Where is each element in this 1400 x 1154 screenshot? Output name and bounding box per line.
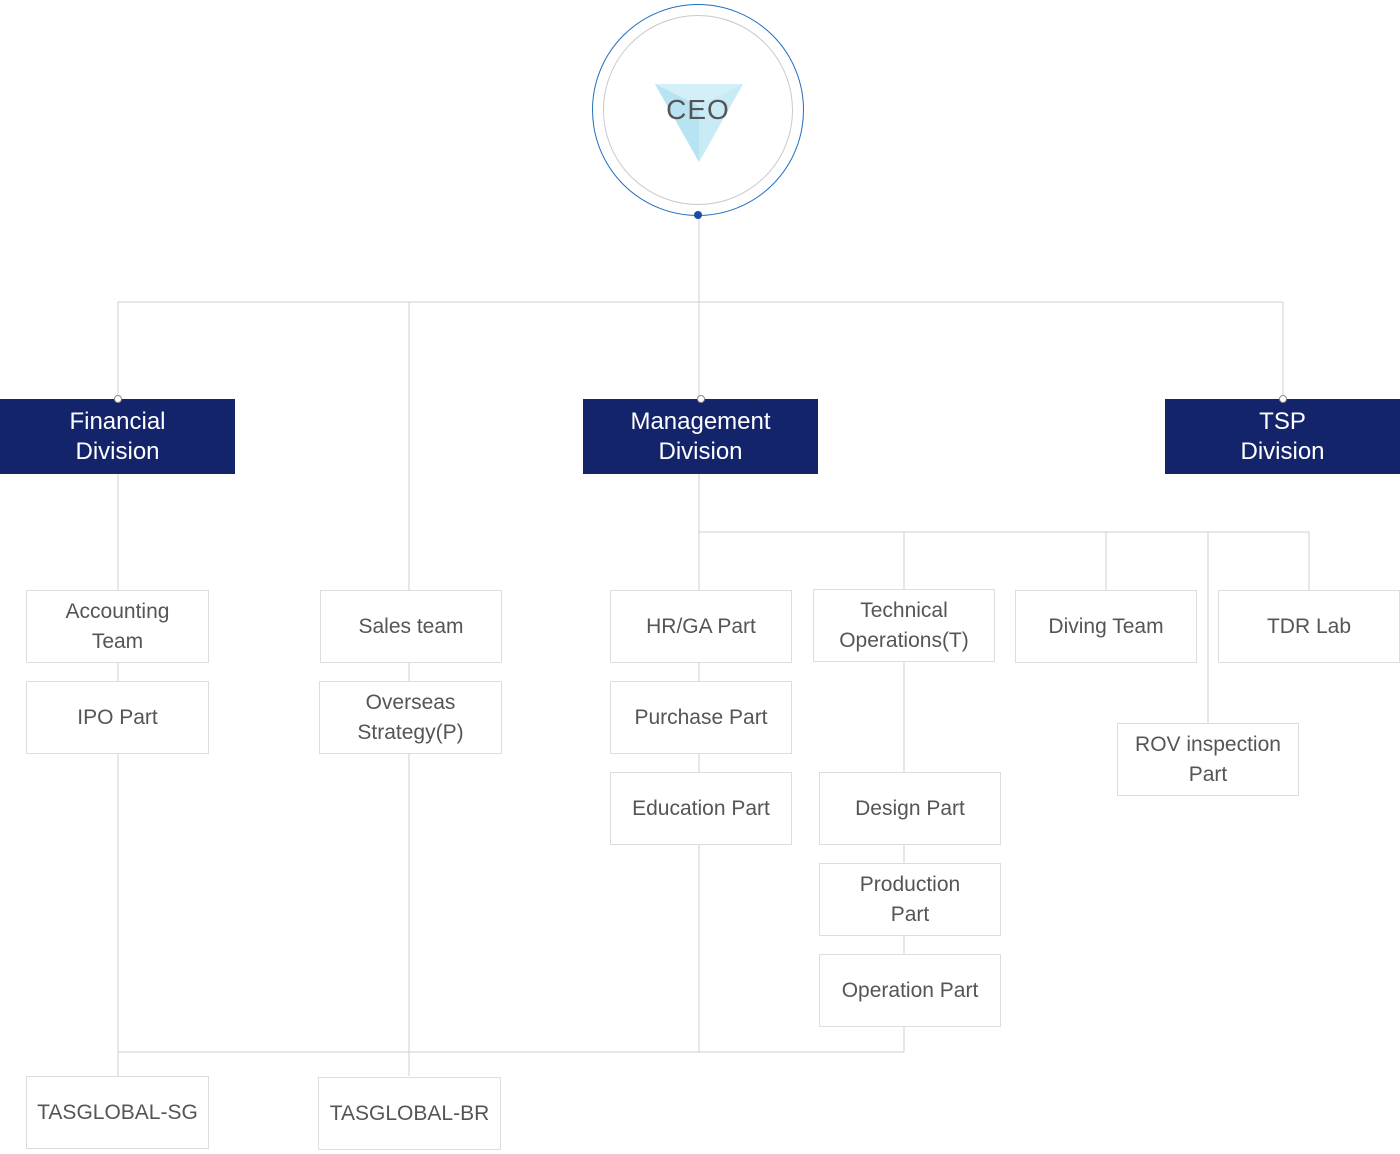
tasglobal-sg-label: TASGLOBAL-SG bbox=[37, 1100, 198, 1124]
tasglobal-br-label: TASGLOBAL-BR bbox=[329, 1101, 490, 1125]
rov-inspection-part-node[interactable]: ROV inspection Part bbox=[1117, 723, 1299, 796]
tdr-lab-node[interactable]: TDR Lab bbox=[1218, 590, 1400, 663]
purchase-part-label: Purchase Part bbox=[634, 705, 768, 729]
overseas-strategy-node[interactable]: Overseas Strategy(P) bbox=[319, 681, 502, 754]
hr-ga-part-label: HR/GA Part bbox=[646, 614, 756, 638]
education-part-label: Education Part bbox=[632, 796, 770, 820]
tdr-lab-label: TDR Lab bbox=[1266, 614, 1352, 638]
ipo-part-label: IPO Part bbox=[77, 705, 158, 729]
tsp-connector-dot bbox=[1279, 395, 1287, 403]
overseas-strategy-label: Overseas Strategy(P) bbox=[357, 690, 464, 744]
production-part-node[interactable]: Production Part bbox=[819, 863, 1001, 936]
ceo-connector-dot bbox=[694, 211, 702, 219]
operation-part-node[interactable]: Operation Part bbox=[819, 954, 1001, 1027]
triangle-logo-icon bbox=[655, 84, 743, 162]
tasglobal-br-node[interactable]: TASGLOBAL-BR bbox=[318, 1077, 501, 1150]
ceo-inner-ring bbox=[603, 15, 793, 205]
accounting-team-node[interactable]: Accounting Team bbox=[26, 590, 209, 663]
management-division-label: Management Division bbox=[630, 407, 771, 465]
technical-operations-node[interactable]: Technical Operations(T) bbox=[813, 589, 995, 662]
diving-team-label: Diving Team bbox=[1048, 614, 1164, 638]
ceo-node[interactable]: CEO bbox=[592, 4, 804, 219]
management-division[interactable]: Management Division bbox=[583, 399, 818, 474]
design-part-node[interactable]: Design Part bbox=[819, 772, 1001, 845]
purchase-part-node[interactable]: Purchase Part bbox=[610, 681, 792, 754]
rov-inspection-part-label: ROV inspection Part bbox=[1135, 732, 1281, 786]
ipo-part-node[interactable]: IPO Part bbox=[26, 681, 209, 754]
tsp-division[interactable]: TSP Division bbox=[1165, 399, 1400, 474]
management-connector-dot bbox=[697, 395, 705, 403]
design-part-label: Design Part bbox=[855, 796, 965, 820]
accounting-team-label: Accounting Team bbox=[65, 599, 170, 653]
tsp-division-label: TSP Division bbox=[1240, 407, 1325, 465]
financial-division-label: Financial Division bbox=[69, 407, 166, 465]
hr-ga-part-node[interactable]: HR/GA Part bbox=[610, 590, 792, 663]
financial-division[interactable]: Financial Division bbox=[0, 399, 235, 474]
technical-operations-label: Technical Operations(T) bbox=[839, 598, 969, 652]
sales-team-node[interactable]: Sales team bbox=[320, 590, 502, 663]
financial-connector-dot bbox=[114, 395, 122, 403]
ceo-label: CEO bbox=[666, 94, 730, 125]
diving-team-node[interactable]: Diving Team bbox=[1015, 590, 1197, 663]
tasglobal-sg-node[interactable]: TASGLOBAL-SG bbox=[26, 1076, 209, 1149]
production-part-label: Production Part bbox=[859, 872, 961, 926]
operation-part-label: Operation Part bbox=[841, 978, 979, 1002]
sales-team-label: Sales team bbox=[358, 614, 464, 638]
education-part-node[interactable]: Education Part bbox=[610, 772, 792, 845]
